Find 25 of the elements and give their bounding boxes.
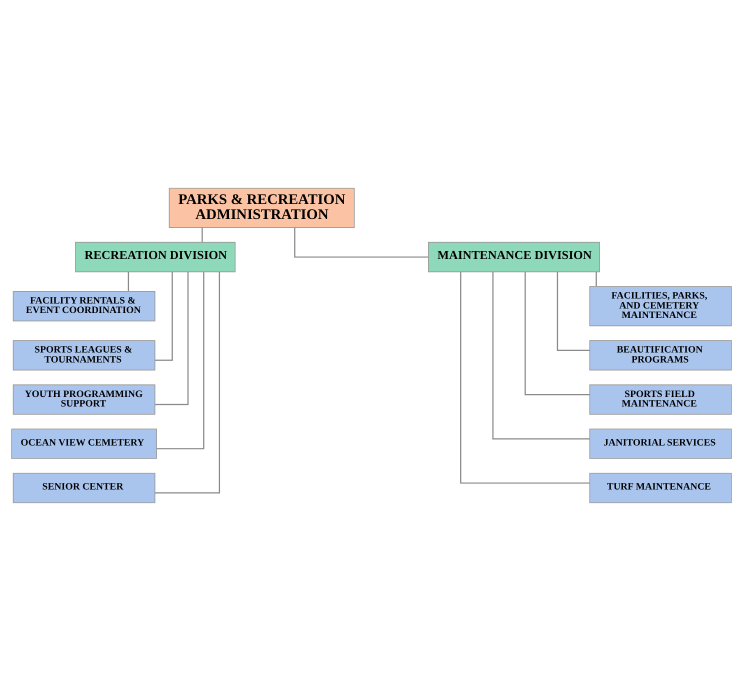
connector [155, 272, 189, 406]
connector [128, 272, 130, 292]
connector [460, 272, 590, 484]
node-box: FACILITIES, PARKS, AND CEMETERY MAINTENANCE [589, 286, 732, 326]
connector [524, 272, 590, 396]
connector [202, 228, 203, 242]
node-box: SPORTS LEAGUES & TOURNAMENTS [12, 340, 156, 370]
node-box: YOUTH PROGRAMMING SUPPORT [12, 384, 156, 415]
node-box: RECREATION DIVISION [75, 242, 236, 272]
node-box: TURF MAINTENANCE [589, 472, 732, 504]
node-box: SENIOR CENTER [12, 472, 156, 504]
connector [156, 272, 204, 450]
connector [155, 272, 173, 361]
connector [492, 272, 590, 440]
connector [556, 272, 590, 352]
node-box: MAINTENANCE DIVISION [428, 242, 600, 272]
node-box: JANITORIAL SERVICES [589, 428, 732, 459]
node-box: FACILITY RENTALS & EVENT COORDINATION [12, 291, 156, 322]
connector [294, 228, 428, 258]
node-box: PARKS & RECREATION ADMINISTRATION [168, 188, 355, 228]
connector [154, 272, 220, 494]
node-box: BEAUTIFICATION PROGRAMS [589, 340, 732, 370]
connector [596, 272, 597, 286]
node-box: OCEAN VIEW CEMETERY [11, 428, 157, 459]
node-box: SPORTS FIELD MAINTENANCE [589, 384, 732, 415]
